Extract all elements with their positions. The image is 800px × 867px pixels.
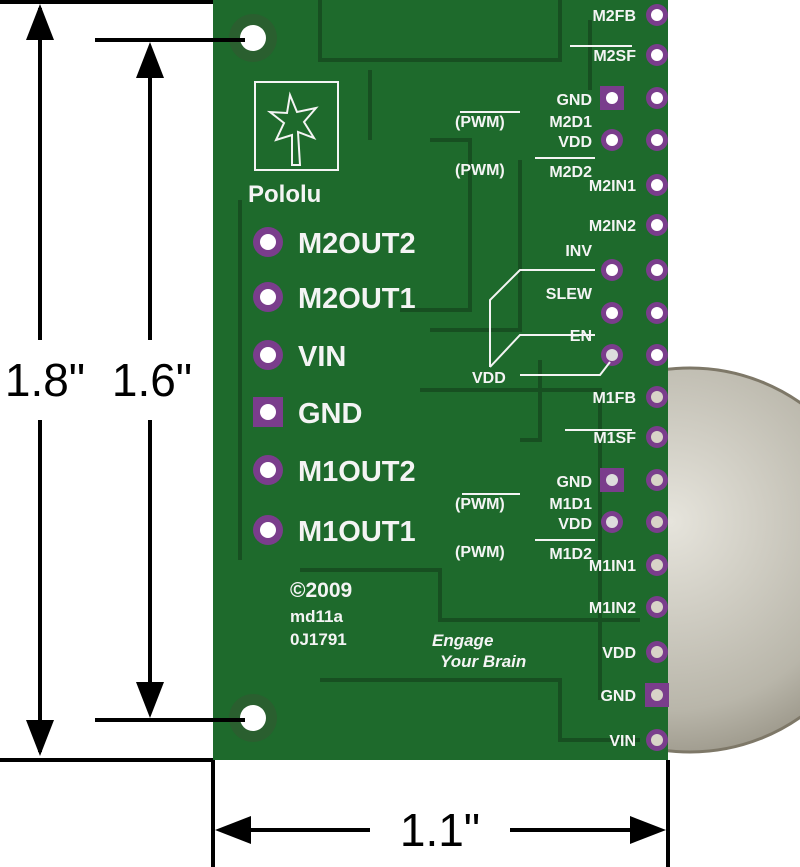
pin-label: M1IN2 bbox=[589, 600, 636, 617]
mounting-hole-top bbox=[229, 14, 277, 62]
pin-label: M1FB bbox=[592, 390, 636, 407]
terminal-vin: VIN bbox=[253, 340, 346, 373]
pin-slew: SLEW bbox=[546, 286, 668, 324]
svg-text:M2OUT2: M2OUT2 bbox=[298, 228, 416, 260]
pin-label: M2IN1 bbox=[589, 178, 636, 195]
pin-label: EN bbox=[570, 328, 592, 345]
copyright-label: ©2009 bbox=[290, 579, 352, 602]
pcb bbox=[213, 0, 668, 760]
slogan-line2: Your Brain bbox=[440, 652, 526, 671]
pin-label: M1SF bbox=[593, 430, 636, 447]
pololu-logo bbox=[254, 81, 339, 171]
pin-label: M1IN1 bbox=[589, 558, 636, 575]
pin-label: M2FB bbox=[592, 8, 636, 25]
svg-text:M1OUT2: M1OUT2 bbox=[298, 456, 416, 488]
pin-label: M2D1 bbox=[549, 114, 592, 131]
terminal-m1out2: M1OUT2 bbox=[253, 455, 416, 488]
pin-label: GND bbox=[600, 688, 636, 705]
pin-en: EN bbox=[570, 328, 668, 366]
pin-label: M1D1 bbox=[549, 496, 592, 513]
vdd-logic-label: VDD bbox=[472, 370, 506, 387]
pin-m1d2: M1D2 bbox=[549, 511, 668, 563]
power-terminals: M2OUT2 M2OUT1 VIN GND M1OUT2 M1OUT1 bbox=[253, 227, 416, 548]
pin-m2d1: M2D1 bbox=[549, 87, 668, 131]
pwm-label-m1d1: (PWM) bbox=[455, 496, 505, 513]
pwm-label-m1d2: (PWM) bbox=[455, 544, 505, 561]
pin-label: SLEW bbox=[546, 286, 593, 303]
inner-vdd-top-label: VDD bbox=[558, 134, 592, 151]
traces bbox=[238, 0, 640, 742]
pin-m2fb: M2FB bbox=[592, 4, 668, 26]
pin-m1d1: M1D1 bbox=[549, 469, 668, 513]
inner-gnd-top-label: GND bbox=[556, 92, 592, 109]
pin-label: M2IN2 bbox=[589, 218, 636, 235]
pin-inv: INV bbox=[565, 243, 668, 281]
terminal-m2out2: M2OUT2 bbox=[253, 227, 416, 260]
model-label: md11a bbox=[290, 607, 343, 626]
pin-label: INV bbox=[565, 243, 592, 260]
inner-gnd-bottom-label: GND bbox=[556, 474, 592, 491]
svg-text:GND: GND bbox=[298, 398, 362, 430]
silk-leader-lines bbox=[460, 45, 632, 541]
pin-label: M2SF bbox=[593, 48, 636, 65]
pin-vin: VIN bbox=[609, 729, 668, 751]
pin-m1in1: M1IN1 bbox=[589, 554, 668, 576]
dimension-hole-spacing-label: 1.6" bbox=[112, 354, 192, 406]
svg-text:M2OUT1: M2OUT1 bbox=[298, 283, 416, 315]
inner-pins bbox=[600, 86, 624, 533]
brand-label: Pololu bbox=[248, 181, 321, 208]
pin-label: VIN bbox=[609, 733, 636, 750]
pin-label: M2D2 bbox=[549, 164, 592, 181]
mounting-hole-bottom bbox=[229, 694, 277, 742]
slogan-line1: Engage bbox=[432, 631, 493, 650]
pin-m1sf: M1SF bbox=[593, 426, 668, 448]
svg-text:M1OUT1: M1OUT1 bbox=[298, 516, 416, 548]
pin-label: M1D2 bbox=[549, 546, 592, 563]
dimension-lines bbox=[0, 0, 670, 867]
pin-m2in2: M2IN2 bbox=[589, 214, 668, 236]
pwm-label-m2d1: (PWM) bbox=[455, 114, 505, 131]
pin-m2sf: M2SF bbox=[593, 44, 668, 66]
terminal-gnd: GND bbox=[253, 397, 362, 430]
pin-m1fb: M1FB bbox=[592, 386, 668, 408]
part-code-label: 0J1791 bbox=[290, 630, 347, 649]
inner-vdd-bottom-label: VDD bbox=[558, 516, 592, 533]
pin-label: VDD bbox=[602, 645, 636, 662]
pin-gnd: GND bbox=[600, 683, 669, 707]
pin-m1in2: M1IN2 bbox=[589, 596, 668, 618]
svg-text:VIN: VIN bbox=[298, 341, 346, 373]
dimension-width-label: 1.1" bbox=[400, 804, 480, 856]
pin-m2d2: M2D2 bbox=[549, 129, 668, 181]
dimension-arrowheads bbox=[26, 4, 666, 844]
dimension-height-label: 1.8" bbox=[5, 354, 85, 406]
terminal-m2out1: M2OUT1 bbox=[253, 282, 416, 315]
pwm-label-m2d2: (PWM) bbox=[455, 162, 505, 179]
pin-m2in1: M2IN1 bbox=[589, 174, 668, 196]
terminal-m1out1: M1OUT1 bbox=[253, 515, 416, 548]
pin-vdd: VDD bbox=[602, 641, 668, 663]
